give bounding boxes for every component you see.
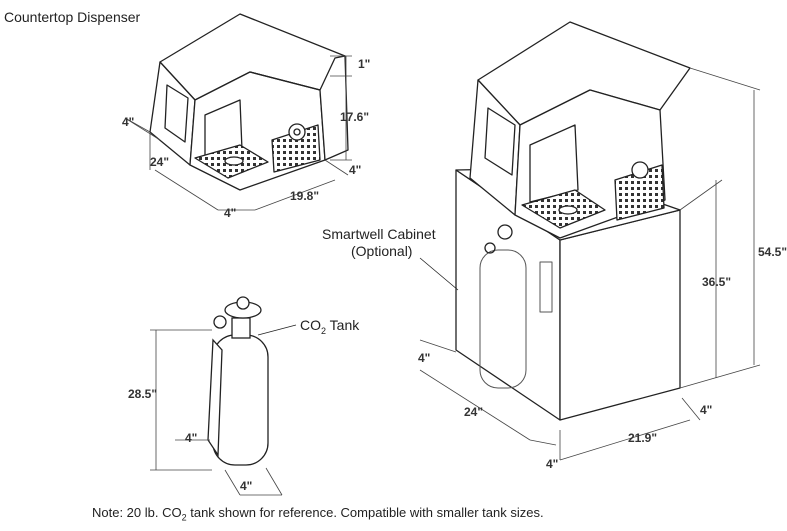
- dim-tank-clear-side: 4": [185, 431, 198, 445]
- countertop-dispenser-illustration: [149, 13, 349, 191]
- dim-cabinet-side-clear: 4": [700, 403, 713, 417]
- dim-cabinet-depth: 24": [464, 405, 484, 419]
- dim-dispenser-top-gap: 1": [358, 57, 371, 71]
- cabinet-leader-line: [419, 257, 459, 291]
- dim-dispenser-back-clear: 4": [122, 115, 135, 129]
- dispenser-dimension-lines: [124, 55, 352, 211]
- cabinet-dimension-lines: [419, 67, 761, 461]
- dim-dispenser-front-clear: 4": [224, 206, 237, 220]
- dim-cabinet-total-height: 54.5": [758, 245, 787, 259]
- dim-dispenser-depth: 24": [150, 155, 170, 169]
- co2-tank-label-prefix: CO: [300, 317, 321, 333]
- smartwell-optional-label: (Optional): [351, 243, 413, 259]
- smartwell-cabinet-label: Smartwell Cabinet: [322, 226, 436, 242]
- co2-tank-label-suffix: Tank: [326, 317, 360, 333]
- co2-tank-label-subscript: 2: [321, 325, 327, 336]
- reference-note-suffix: tank shown for reference. Compatible wit…: [186, 505, 544, 520]
- dim-tank-height: 28.5": [128, 387, 158, 401]
- co2-leader-line: [257, 324, 297, 336]
- co2-tank-illustration: [207, 296, 269, 466]
- countertop-dispenser-label: Countertop Dispenser: [4, 9, 141, 25]
- tank-dimension-lines: [150, 329, 283, 496]
- dim-dispenser-side-clear: 4": [349, 163, 362, 177]
- dim-cabinet-height: 36.5": [702, 275, 732, 289]
- reference-note-subscript: 2: [181, 512, 187, 523]
- dim-cabinet-front-clear: 4": [546, 457, 559, 471]
- cabinet-assembly-illustration: [455, 21, 691, 421]
- reference-note: Note: 20 lb. CO2 tank shown for referenc…: [92, 506, 544, 523]
- dim-cabinet-width: 21.9": [628, 431, 658, 445]
- reference-note-prefix: Note: 20 lb. CO: [92, 505, 182, 520]
- co2-tank-label: CO2 Tank: [300, 318, 359, 336]
- dim-dispenser-width: 19.8": [290, 189, 320, 203]
- dim-tank-clear-front: 4": [240, 479, 253, 493]
- dim-dispenser-height: 17.6": [340, 110, 370, 124]
- dim-cabinet-back-clear: 4": [418, 351, 431, 365]
